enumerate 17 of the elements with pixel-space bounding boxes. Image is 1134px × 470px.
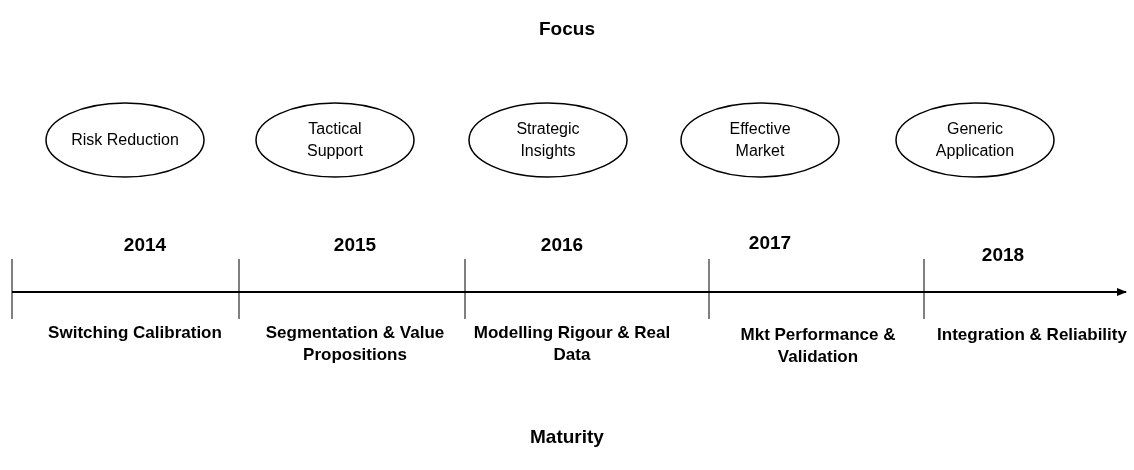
focus-label: Risk Reduction bbox=[70, 130, 180, 150]
year-label: 2015 bbox=[332, 234, 378, 256]
focus-label: Strategic Insights bbox=[515, 119, 581, 161]
maturity-stage-label: Segmentation & Value Propositions bbox=[264, 322, 446, 366]
maturity-stage-label: Modelling Rigour & Real Data bbox=[472, 322, 672, 366]
maturity-stage-label: Integration & Reliability bbox=[936, 324, 1128, 346]
year-label: 2017 bbox=[747, 232, 793, 254]
maturity-stage-label: Mkt Performance & Validation bbox=[739, 324, 897, 368]
year-label: 2018 bbox=[980, 244, 1026, 266]
focus-label: Effective Market bbox=[728, 119, 792, 161]
diagram-title: Focus bbox=[538, 18, 596, 40]
focus-label: Generic Application bbox=[934, 119, 1016, 161]
focus-label: Tactical Support bbox=[305, 119, 364, 161]
maturity-stage-label: Switching Calibration bbox=[47, 322, 223, 344]
year-label: 2014 bbox=[122, 234, 168, 256]
axis-title: Maturity bbox=[529, 426, 605, 448]
year-label: 2016 bbox=[539, 234, 585, 256]
